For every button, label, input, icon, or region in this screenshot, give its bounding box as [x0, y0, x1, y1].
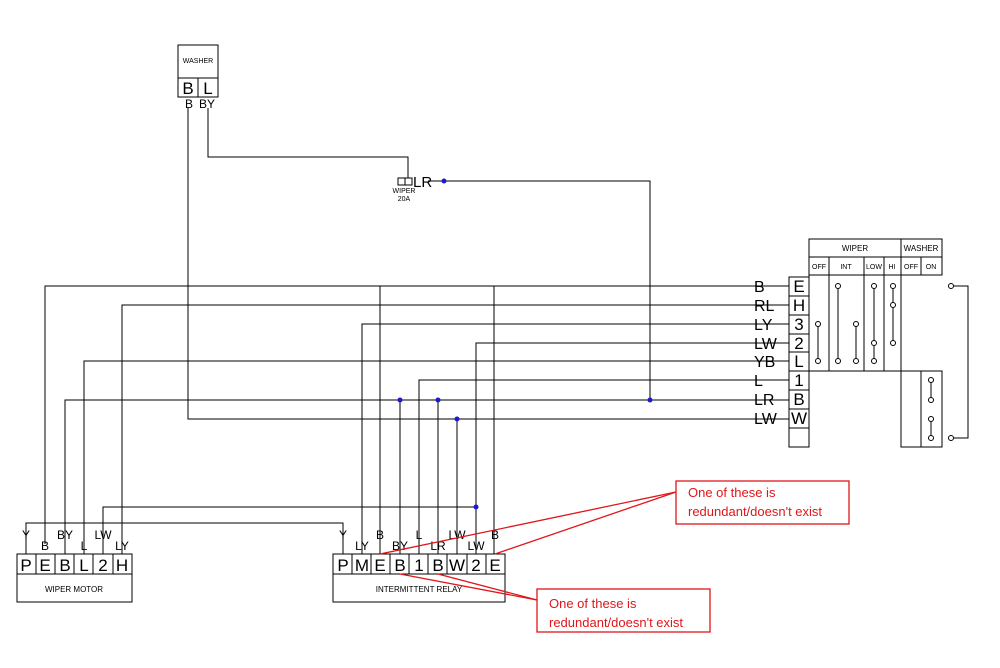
switch-terminal-h: H: [793, 296, 805, 315]
relay-wire-ly: LY: [355, 539, 369, 553]
switch-wire-ly: LY: [754, 317, 773, 334]
motor-wire-l: L: [81, 539, 88, 553]
switch-wire-yb: YB: [754, 354, 775, 371]
switch-wire-b: B: [754, 279, 765, 296]
relay-pin-m: M: [355, 556, 369, 575]
relay-wire-l: L: [416, 528, 423, 542]
relay-pin-p: P: [337, 556, 348, 575]
motor-wire-lw: LW: [94, 528, 112, 542]
switch-wire-lr: LR: [754, 392, 774, 409]
annotation-1: One of these is redundant/doesn't exist: [379, 480, 850, 555]
washer-component: WASHER B L B BY: [177, 44, 219, 111]
annotation-2: One of these is redundant/doesn't exist: [399, 573, 711, 633]
wires: [25, 108, 789, 554]
annotation-box-2: [536, 588, 711, 633]
switch-terminal-b: B: [793, 390, 804, 409]
motor-pin-e: E: [39, 556, 50, 575]
relay-wire-b: B: [376, 528, 384, 542]
motor-wire-y: Y: [22, 528, 30, 542]
motor-pin-p: P: [20, 556, 31, 575]
relay-pin-e-2: E: [489, 556, 500, 575]
relay-pin-w: W: [449, 556, 465, 575]
switch-pos-washer-on: ON: [926, 264, 937, 271]
motor-title: WIPER MOTOR: [45, 585, 103, 594]
relay-wire-lw-2: LW: [467, 539, 485, 553]
switch-wire-lw-2: LW: [754, 411, 778, 428]
relay-wire-y: Y: [339, 528, 347, 542]
switch-terminal-w: W: [791, 409, 807, 428]
switch-terminal-2: 2: [794, 334, 803, 353]
motor-wire-by: BY: [57, 528, 73, 542]
motor-wire-ly: LY: [115, 539, 129, 553]
switch-wire-rl: RL: [754, 298, 775, 315]
switch-terminal-3: 3: [794, 315, 803, 334]
switch-pos-int: INT: [840, 264, 852, 271]
motor-wire-b: B: [41, 539, 49, 553]
relay-pin-2: 2: [471, 556, 480, 575]
annotation-text-1b: redundant/doesn't exist: [688, 504, 822, 519]
annotation-text-2: One of these is: [549, 596, 637, 611]
motor-pin-h: H: [116, 556, 128, 575]
fuse-wire-label: LR: [413, 174, 432, 191]
switch-pos-off: OFF: [812, 264, 826, 271]
relay-pin-1: 1: [414, 556, 423, 575]
switch-pos-low: LOW: [866, 264, 882, 271]
switch-contacts: [815, 283, 896, 364]
washer-switch-contacts: [928, 377, 934, 441]
switch-pos-washer-off: OFF: [904, 264, 918, 271]
switch-pos-hi: HI: [889, 264, 896, 271]
washer-title: WASHER: [183, 58, 213, 65]
relay-pin-b-2: B: [432, 556, 443, 575]
annotation-text-1: One of these is: [688, 485, 776, 500]
switch-header-wiper: WIPER: [842, 244, 868, 253]
fuse: LR WIPER 20A: [393, 174, 433, 203]
washer-wire-by: BY: [199, 97, 215, 111]
washer-wire-b: B: [185, 97, 193, 111]
intermittent-relay: P M E B 1 B W 2 E INTERMITTENT RELAY Y L…: [332, 528, 506, 603]
relay-pin-b: B: [394, 556, 405, 575]
relay-pin-e: E: [374, 556, 385, 575]
motor-pin-2: 2: [98, 556, 107, 575]
annotation-text-2b: redundant/doesn't exist: [549, 615, 683, 630]
switch-wire-lw: LW: [754, 336, 778, 353]
switch-header-washer: WASHER: [904, 244, 939, 253]
washer-pin-b: B: [182, 79, 193, 98]
junction-dots: [397, 178, 653, 510]
relay-wire-lw: LW: [448, 528, 466, 542]
relay-title: INTERMITTENT RELAY: [376, 585, 463, 594]
motor-pin-l: L: [79, 556, 88, 575]
washer-pin-l: L: [203, 79, 212, 98]
annotation-box-1: [675, 480, 850, 525]
switch-terminal-e: E: [793, 277, 804, 296]
fuse-label: WIPER: [393, 188, 416, 195]
wiper-motor: P E B L 2 H WIPER MOTOR Y B BY L LW LY: [16, 528, 133, 603]
relay-wire-b-2: B: [491, 528, 499, 542]
wiper-washer-switch: E H 3 2 L 1 B W B RL LY LW YB L LR LW WI…: [754, 238, 969, 448]
switch-wire-l: L: [754, 373, 763, 390]
switch-terminal-l: L: [794, 352, 803, 371]
motor-pin-b: B: [59, 556, 70, 575]
fuse-rating: 20A: [398, 196, 411, 203]
switch-terminal-1: 1: [794, 371, 803, 390]
